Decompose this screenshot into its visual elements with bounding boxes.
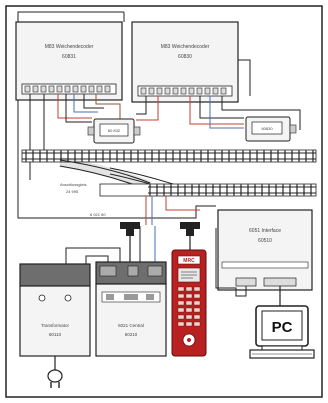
bus-label: 6 021 60 xyxy=(90,212,106,217)
transformer-code: 60110 xyxy=(49,332,62,337)
pc-label: PC xyxy=(272,319,293,336)
turnout-motor-right: 60830 xyxy=(245,116,297,142)
interface-code: 60510 xyxy=(258,238,272,244)
turnout-decoder-right: M83 Weichendecoder 60830 xyxy=(131,21,239,103)
track-layout: Anschlussgleis 24 995 xyxy=(21,149,317,197)
transformer-title: Transformator xyxy=(41,323,70,328)
track-module-code: 24 995 xyxy=(66,189,79,194)
bus-connector-left xyxy=(120,222,140,229)
track-module-label: Anschlussgleis xyxy=(60,182,86,187)
interface-title: 6051 Interface xyxy=(249,228,281,234)
turnout-left-label: 60 832 xyxy=(108,128,121,133)
turnout-motor-left: 60 832 xyxy=(87,118,141,144)
handheld-controller: MRC xyxy=(171,249,207,357)
bus-cabling: 6 021 60 xyxy=(65,196,216,268)
handheld-keypad xyxy=(177,286,201,327)
decoder-left-title: M83 Weichendecoder xyxy=(45,44,94,50)
central-unit-box: 6021 Central 60210 xyxy=(95,261,167,357)
decoder-left-code: 60831 xyxy=(62,54,76,60)
pc-computer: PC xyxy=(249,305,315,359)
power-plug-icon xyxy=(47,369,63,383)
central-unit-code: 60210 xyxy=(125,332,138,337)
turnout-right-label: 60830 xyxy=(261,126,273,131)
central-unit-title: 6021 Central xyxy=(118,323,144,328)
turnout-decoder-left: M83 Weichendecoder 60831 xyxy=(15,21,123,101)
interface-box: 6051 Interface 60510 xyxy=(215,209,313,306)
decoder-wiring xyxy=(17,11,301,219)
handheld-brand: MRC xyxy=(183,258,195,264)
decoder-right-title: M83 Weichendecoder xyxy=(161,44,210,50)
bus-connector-right xyxy=(180,222,200,229)
decoder-right-code: 60830 xyxy=(178,54,192,60)
transformer-box: Transformator 60110 xyxy=(19,263,91,388)
